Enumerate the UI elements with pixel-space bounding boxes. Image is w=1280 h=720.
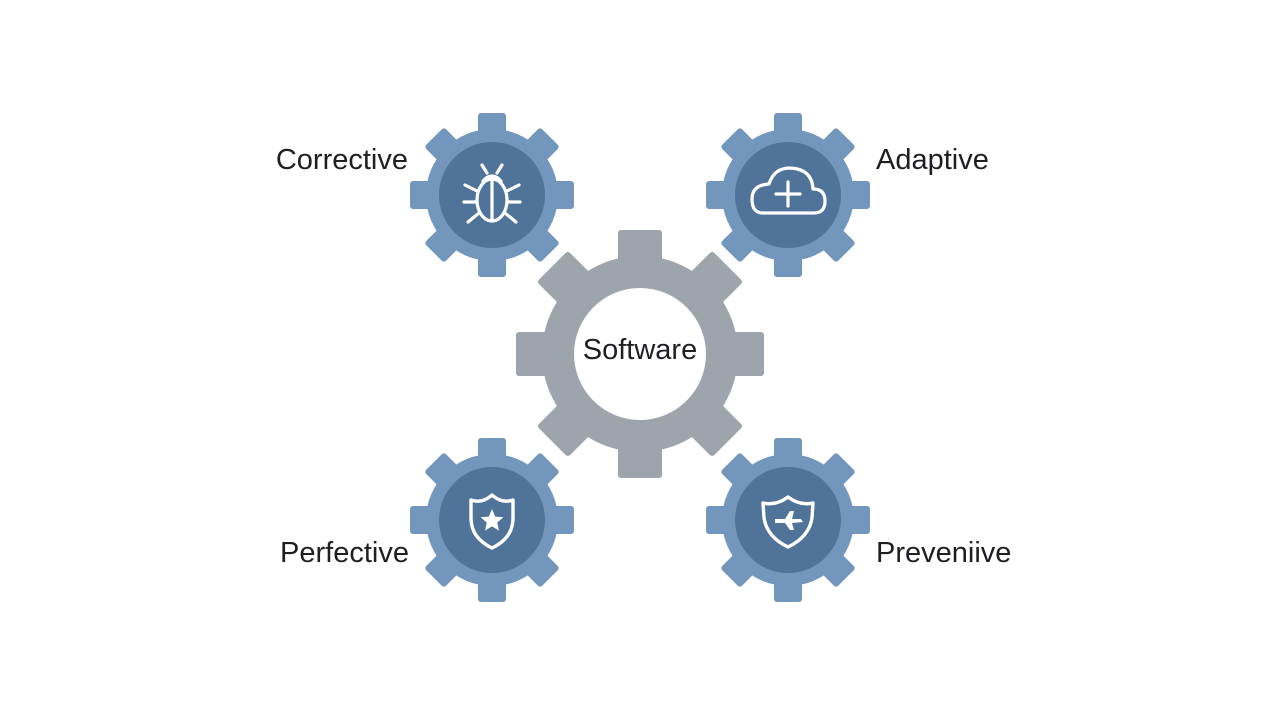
bug-icon [462,163,522,224]
preventive-gear [706,438,870,602]
center-label: Software [582,334,698,366]
corrective-label: Corrective [275,144,408,176]
perfective-label: Perfective [280,537,409,569]
adaptive-label: Adaptive [876,144,989,176]
shield-plane-icon [761,495,815,549]
center-gear [516,230,764,478]
shield-star-icon [469,493,515,550]
corrective-gear [410,113,574,277]
cloud-plus-icon [750,166,827,215]
preventive-label: Preveniive [876,537,1012,569]
gear-teeth [410,113,574,277]
perfective-gear [410,438,574,602]
adaptive-gear [706,113,870,277]
center-gear-hole [574,288,706,420]
